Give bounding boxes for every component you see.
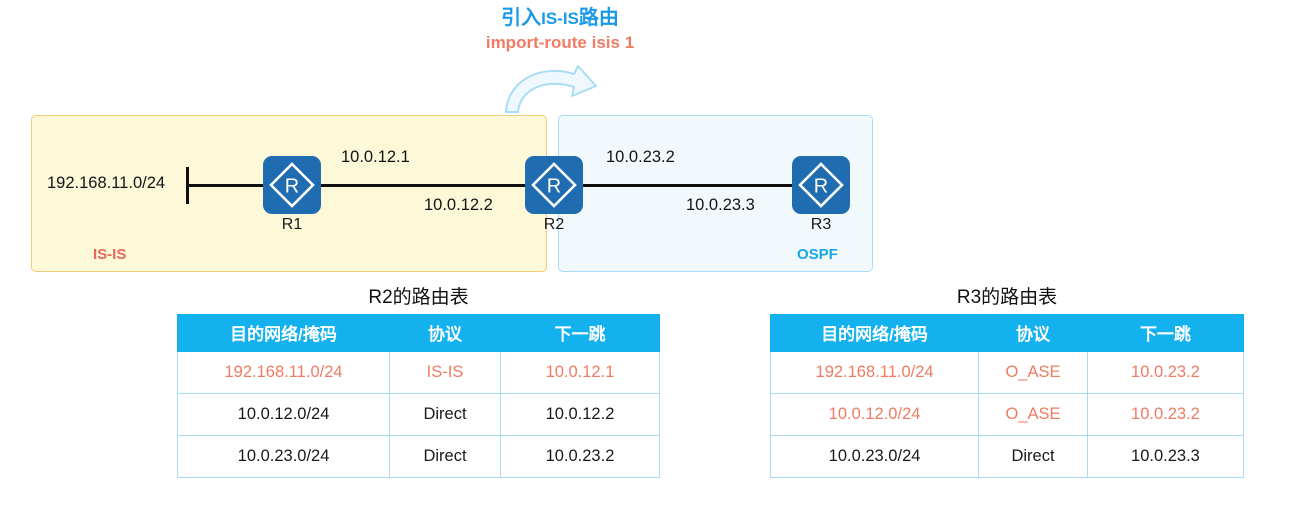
zone-label-isis: IS-IS: [93, 246, 127, 263]
table-header-row: 目的网络/掩码 协议 下一跳: [769, 313, 1245, 352]
cell-protocol: Direct: [389, 434, 501, 478]
cell-destination: 10.0.12.0/24: [176, 392, 391, 436]
cell-protocol: O_ASE: [978, 392, 1088, 436]
annotation-title-prefix: 引入: [501, 7, 542, 29]
table-row: 10.0.12.0/24 O_ASE 10.0.23.2: [769, 392, 1245, 436]
cell-nexthop: 10.0.12.1: [499, 350, 661, 394]
cell-nexthop: 10.0.23.2: [1086, 350, 1245, 394]
svg-text:R: R: [285, 176, 299, 198]
zone-label-ospf: OSPF: [797, 246, 838, 263]
table-row: 192.168.11.0/24 IS-IS 10.0.12.1: [176, 350, 661, 394]
cell-protocol: IS-IS: [389, 350, 501, 394]
svg-text:R: R: [547, 176, 561, 198]
ip-label-r1-to-r2: 10.0.12.1: [341, 148, 410, 166]
cell-protocol: Direct: [389, 392, 501, 436]
column-header-nexthop: 下一跳: [1086, 313, 1245, 352]
column-header-destination: 目的网络/掩码: [769, 313, 980, 352]
table-row: 10.0.23.0/24 Direct 10.0.23.3: [769, 434, 1245, 478]
column-header-nexthop: 下一跳: [499, 313, 661, 352]
cell-nexthop: 10.0.23.2: [1086, 392, 1245, 436]
routing-table-block-r3: R3的路由表 目的网络/掩码 协议 下一跳 192.168.11.0/24 O_…: [769, 287, 1245, 478]
routing-table-r3: 目的网络/掩码 协议 下一跳 192.168.11.0/24 O_ASE 10.…: [769, 313, 1245, 478]
annotation-title: 引入IS-IS路由: [400, 6, 720, 30]
router-label-r1: R1: [281, 216, 303, 233]
router-icon-r2[interactable]: R: [525, 156, 583, 214]
router-label-r3: R3: [810, 216, 832, 233]
router-icon-r3[interactable]: R: [792, 156, 850, 214]
column-header-destination: 目的网络/掩码: [176, 313, 391, 352]
router-icon-r1[interactable]: R: [263, 156, 321, 214]
routing-table-r2: 目的网络/掩码 协议 下一跳 192.168.11.0/24 IS-IS 10.…: [176, 313, 661, 478]
import-route-annotation: 引入IS-IS路由 import-route isis 1: [400, 6, 720, 54]
table-row: 10.0.12.0/24 Direct 10.0.12.2: [176, 392, 661, 436]
router-label-r2: R2: [543, 216, 565, 233]
table-row: 192.168.11.0/24 O_ASE 10.0.23.2: [769, 350, 1245, 394]
annotation-title-suffix: 路由: [578, 7, 619, 29]
ip-label-stub-network: 192.168.11.0/24: [47, 174, 166, 192]
cell-destination: 10.0.12.0/24: [769, 392, 980, 436]
column-header-protocol: 协议: [978, 313, 1088, 352]
ip-label-r2-to-r1: 10.0.12.2: [424, 196, 493, 214]
link-r2-r3: [580, 184, 795, 187]
column-header-protocol: 协议: [389, 313, 501, 352]
annotation-command: import-route isis 1: [485, 33, 635, 53]
cell-nexthop: 10.0.12.2: [499, 392, 661, 436]
table-header-row: 目的网络/掩码 协议 下一跳: [176, 313, 661, 352]
ip-label-r2-to-r3: 10.0.23.2: [606, 148, 675, 166]
link-r1-r2: [318, 184, 528, 187]
annotation-title-protocol: IS-IS: [541, 9, 579, 28]
curved-arrow-icon: [505, 65, 597, 113]
cell-nexthop: 10.0.23.2: [499, 434, 661, 478]
table-title-r2: R2的路由表: [368, 287, 469, 308]
ip-label-r3-to-r2: 10.0.23.3: [686, 196, 755, 214]
cell-protocol: Direct: [978, 434, 1088, 478]
cell-destination: 10.0.23.0/24: [176, 434, 391, 478]
cell-destination: 192.168.11.0/24: [769, 350, 980, 394]
table-row: 10.0.23.0/24 Direct 10.0.23.2: [176, 434, 661, 478]
cell-nexthop: 10.0.23.3: [1086, 434, 1245, 478]
table-title-r3: R3的路由表: [956, 287, 1058, 308]
cell-destination: 192.168.11.0/24: [176, 350, 391, 394]
cell-destination: 10.0.23.0/24: [769, 434, 980, 478]
link-stub-to-r1: [186, 184, 266, 187]
routing-table-block-r2: R2的路由表 目的网络/掩码 协议 下一跳 192.168.11.0/24 IS…: [176, 287, 661, 478]
cell-protocol: O_ASE: [978, 350, 1088, 394]
svg-text:R: R: [814, 176, 828, 198]
